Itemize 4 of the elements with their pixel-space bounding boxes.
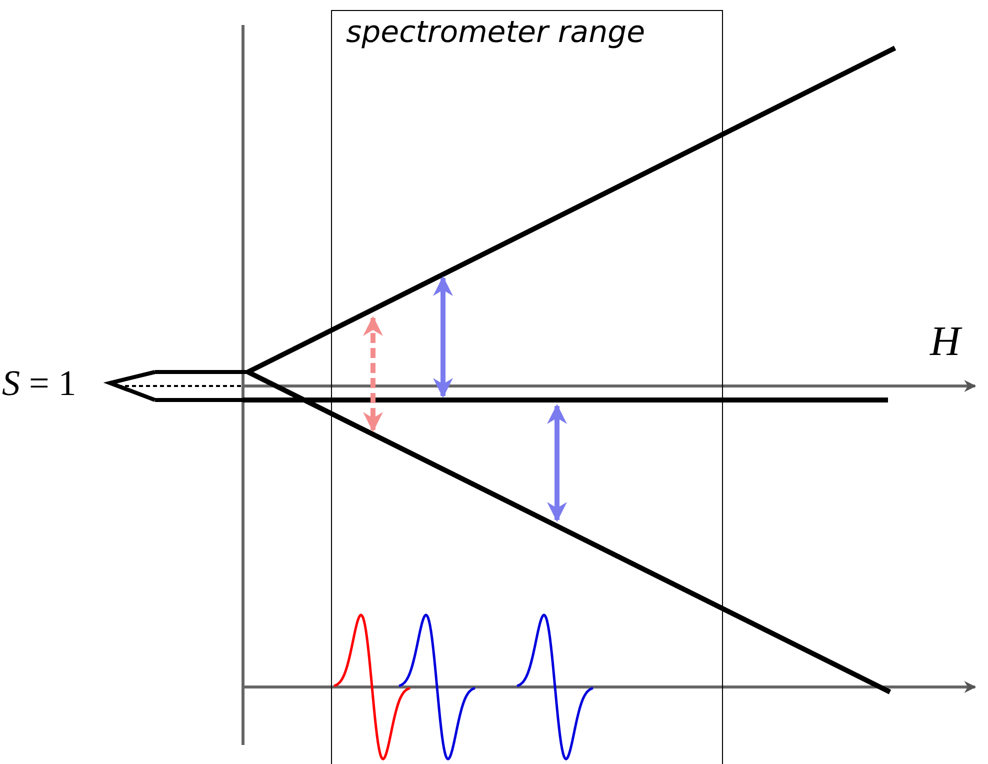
axis-label: H <box>930 318 960 366</box>
spin-label: S = 1 <box>2 362 76 404</box>
window-title: spectrometer range <box>346 15 646 50</box>
spectrometer-window <box>331 10 723 764</box>
